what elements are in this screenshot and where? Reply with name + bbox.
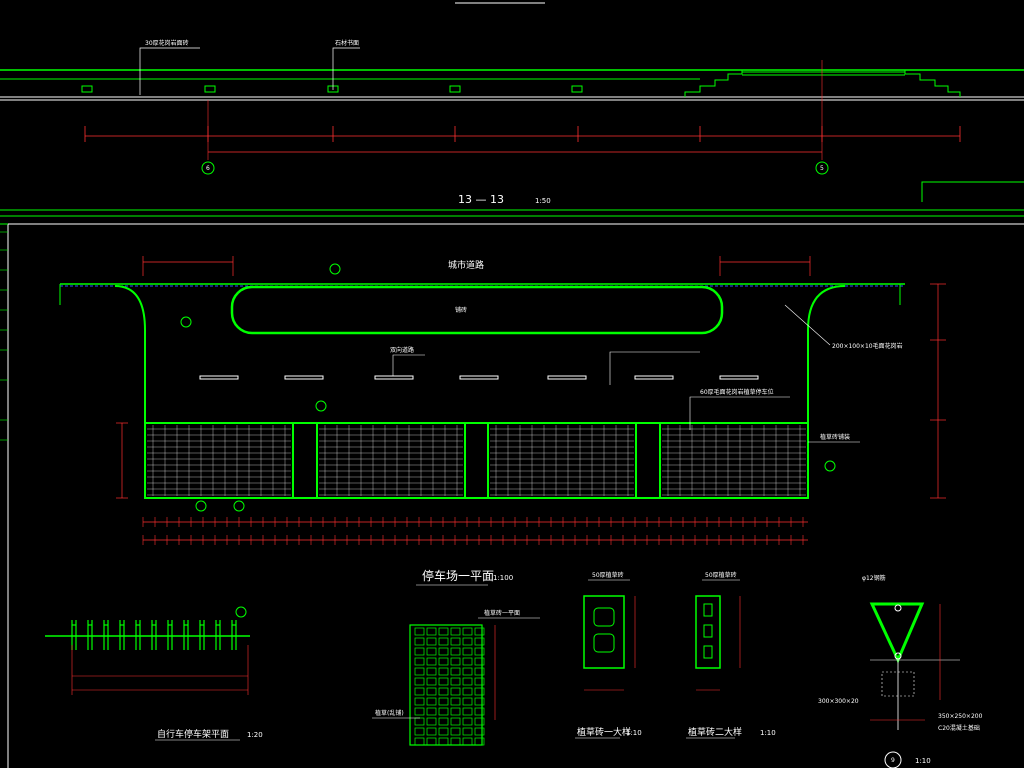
bollard-note-2: C20混凝土基础 xyxy=(938,724,980,732)
paver1-scale: 1:10 xyxy=(626,729,642,737)
bollard-note-3: 300×300×20 xyxy=(818,698,859,705)
axis-marker-5 xyxy=(815,161,829,175)
strip-note-top: 植草砖一平面 xyxy=(484,609,520,617)
paver2-title: 植草砖二大样 xyxy=(688,726,742,738)
center-island xyxy=(230,285,724,335)
axis-marker-6 xyxy=(201,161,215,175)
paver1-note: 50厚植草砖 xyxy=(592,571,624,579)
bollard-scale: 1:10 xyxy=(915,757,931,765)
plan-title: 停车场一平面 xyxy=(422,568,494,583)
top-note-left: 30厚花岗岩面砖 xyxy=(145,39,189,47)
bike-title: 自行车停车架平面 xyxy=(157,728,229,740)
section-scale: 1:50 xyxy=(535,197,551,205)
paver-detail-1: 50厚植草砖 植草砖一大样 1:10 xyxy=(575,571,642,739)
section-13-13: 30厚花岗岩面砖 石材书面 6 5 13 — 13 1:50 xyxy=(0,2,1024,217)
bike-rack-plan: 自行车停车架平面 1:20 xyxy=(45,606,263,741)
note-right-1: 200×100×10毛面花岗岩 xyxy=(832,342,903,350)
top-note-mid: 石材书面 xyxy=(335,39,359,47)
parking-plan: 城市道路 铺砖 双向道路 200×1 xyxy=(59,256,946,586)
strip-note-side: 植草(乱铺) xyxy=(375,709,404,717)
bollard-ref-marker xyxy=(884,751,902,768)
island-note: 铺砖 xyxy=(455,306,467,314)
bike-scale: 1:20 xyxy=(247,731,263,739)
drawing-frame xyxy=(0,223,1024,768)
parking-bays xyxy=(144,422,809,499)
road-label: 城市道路 xyxy=(448,259,484,271)
plan-scale: 1:100 xyxy=(493,574,513,582)
paver2-note: 50厚植草砖 xyxy=(705,571,737,579)
paver2-scale: 1:10 xyxy=(760,729,776,737)
bollard-detail: φ12钢筋 C20混凝土基础 300×300×20 350×250×200 9 … xyxy=(818,574,983,768)
bollard-ref: 9 xyxy=(891,757,895,764)
paver-detail-2: 50厚植草砖 植草砖二大样 1:10 xyxy=(686,571,776,739)
bollard-note-1: φ12钢筋 xyxy=(862,574,886,582)
bollard-note-4: 350×250×200 xyxy=(938,713,983,720)
note-right-2: 60厚毛面花岗岩植草停车位 xyxy=(700,388,774,396)
section-title: 13 — 13 xyxy=(458,193,504,206)
axis-label-6: 6 xyxy=(206,165,210,172)
lane-note: 双向道路 xyxy=(390,346,414,354)
axis-label-5: 5 xyxy=(820,165,824,172)
note-right-3: 植草砖铺装 xyxy=(820,433,850,441)
paver1-title: 植草砖一大样 xyxy=(577,726,631,738)
grass-paver-strip: 植草砖一平面 植草(乱铺) xyxy=(372,609,540,746)
